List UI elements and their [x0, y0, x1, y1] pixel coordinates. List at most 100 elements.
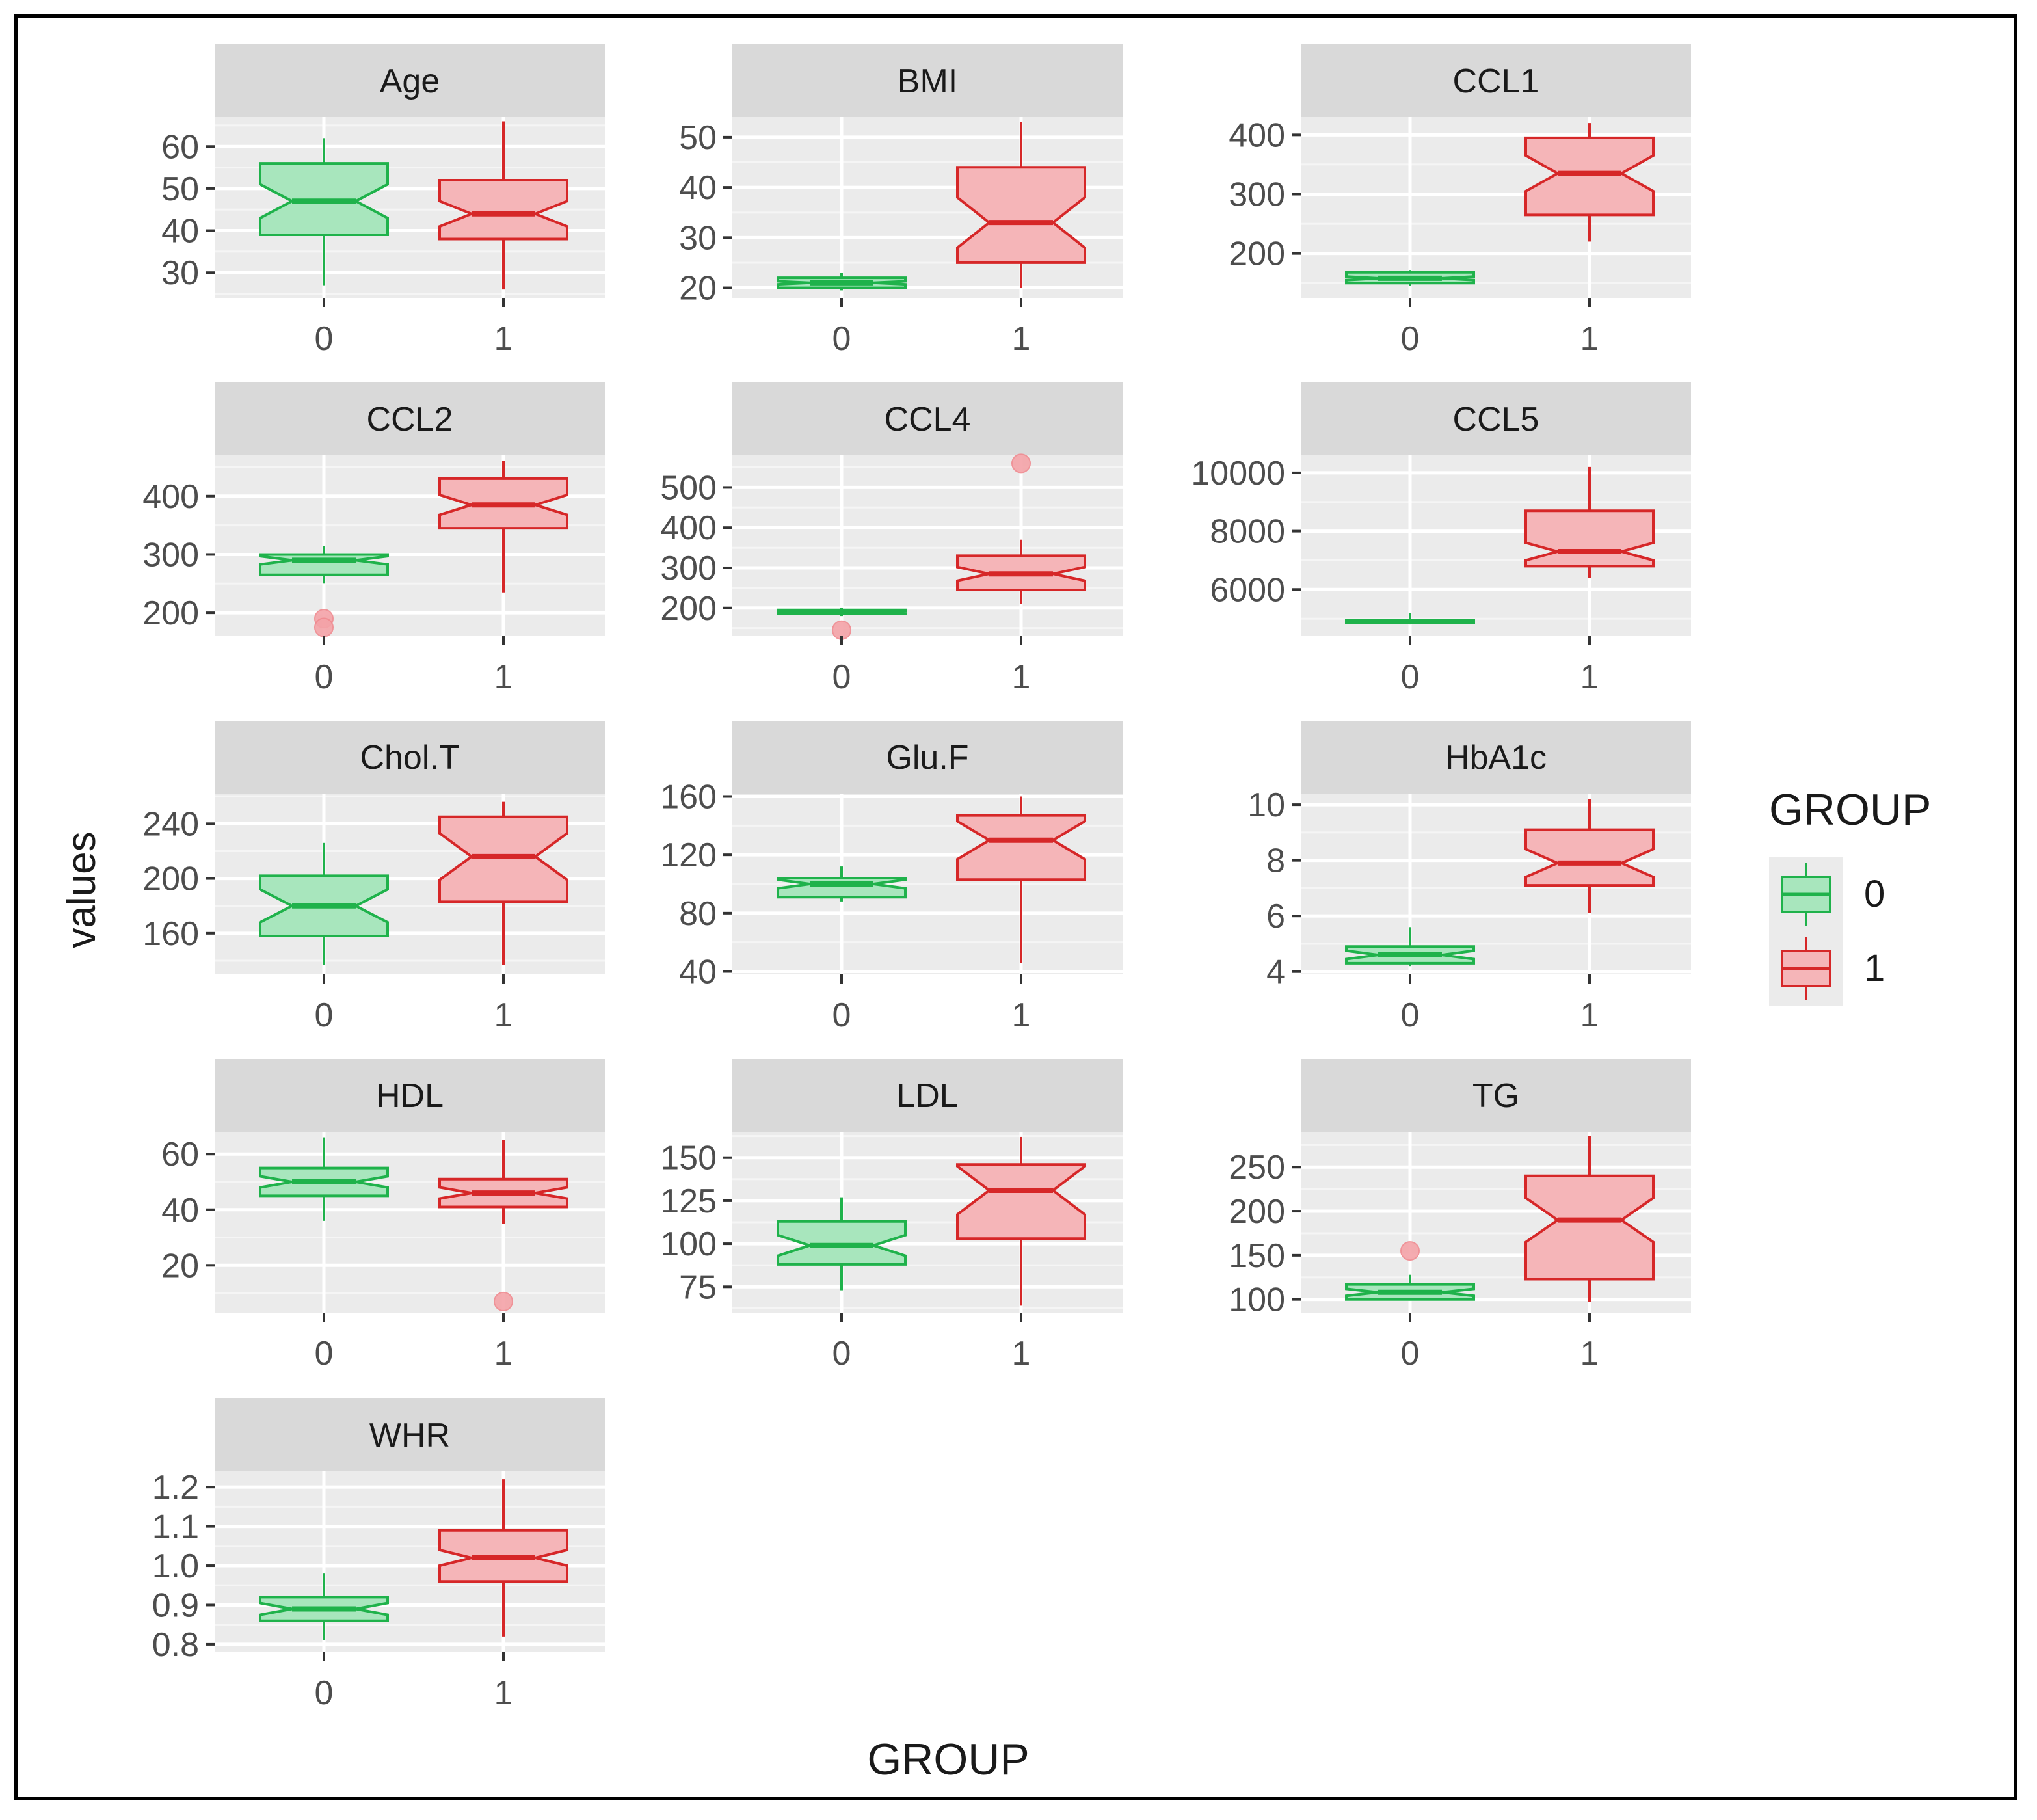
facet-ccl2: CCL2 200 300 400 0 1 [142, 382, 605, 696]
legend-title: GROUP [1769, 785, 1931, 835]
y-tick-label: 4 [1266, 954, 1285, 991]
box-group-1 [438, 801, 568, 965]
x-tick-label: 1 [1580, 1335, 1599, 1372]
facet-title: Chol.T [360, 739, 459, 777]
legend-key-1 [1769, 931, 1843, 1006]
box-group-0 [777, 866, 907, 902]
facet-strip [732, 382, 1123, 455]
notched-box [956, 166, 1086, 264]
y-tick-label: 200 [142, 861, 199, 898]
y-tick-label: 300 [142, 536, 199, 574]
legend-key-0 [1769, 857, 1843, 931]
y-axis-title: values [59, 831, 104, 948]
y-tick-label: 40 [679, 954, 717, 991]
box-group-0 [1345, 927, 1475, 967]
box-group-1 [956, 796, 1086, 963]
y-tick-label: 40 [679, 169, 717, 207]
x-tick-label: 0 [832, 320, 851, 358]
x-tick-label: 1 [494, 1335, 513, 1372]
y-tick-label: 200 [1229, 235, 1285, 273]
facet-title: BMI [898, 62, 957, 100]
y-tick-label: 400 [142, 478, 199, 516]
y-tick-label: 250 [1229, 1149, 1285, 1186]
y-tick-label: 120 [660, 836, 717, 874]
y-tick-label: 40 [161, 1192, 199, 1229]
notched-box [956, 1163, 1086, 1240]
y-tick-label: 0.9 [152, 1586, 199, 1624]
box-group-0 [1345, 270, 1475, 286]
facet-title: TG [1472, 1077, 1519, 1115]
y-tick-label: 400 [1229, 116, 1285, 154]
y-tick-label: 20 [161, 1247, 199, 1285]
x-tick-label: 0 [832, 1335, 851, 1372]
facet-strip [215, 721, 605, 794]
x-tick-label: 1 [494, 1674, 513, 1712]
x-tick-label: 1 [1012, 997, 1031, 1034]
box-group-1 [1524, 1136, 1655, 1302]
y-tick-label: 75 [679, 1268, 717, 1306]
y-tick-label: 200 [142, 595, 199, 632]
y-tick-label: 125 [660, 1183, 717, 1220]
y-tick-label: 100 [1229, 1281, 1285, 1319]
x-tick-label: 0 [832, 997, 851, 1034]
facet-title: CCL4 [885, 401, 971, 438]
facet-title: CCL2 [367, 401, 453, 438]
y-tick-label: 80 [679, 895, 717, 933]
x-tick-label: 1 [1012, 320, 1031, 358]
y-tick-label: 300 [660, 550, 717, 587]
box-group-1 [438, 121, 568, 290]
x-tick-label: 1 [494, 997, 513, 1034]
y-tick-label: 30 [161, 254, 199, 292]
facet-strip [215, 44, 605, 117]
y-tick-label: 6000 [1210, 571, 1285, 609]
panel-background [732, 455, 1123, 636]
facet-title: CCL1 [1453, 62, 1539, 100]
y-tick-label: 8 [1266, 842, 1285, 880]
facet-title: Glu.F [886, 739, 968, 777]
y-tick-label: 150 [660, 1140, 717, 1177]
box-group-1 [438, 1140, 568, 1311]
notched-box [777, 877, 907, 899]
y-tick-label: 50 [679, 119, 717, 157]
notched-box [438, 815, 568, 903]
box-group-0 [259, 546, 389, 637]
notched-box [259, 553, 389, 576]
x-tick-label: 0 [315, 658, 334, 696]
box-group-1 [1524, 123, 1655, 242]
outlier-point [494, 1291, 513, 1311]
facet-title: WHR [369, 1417, 450, 1454]
y-tick-label: 50 [161, 170, 199, 208]
box-group-0 [259, 138, 389, 286]
box-group-1 [438, 461, 568, 593]
x-tick-label: 0 [315, 1335, 334, 1372]
facet-strip [215, 1398, 605, 1471]
x-tick-label: 0 [1401, 1335, 1420, 1372]
facet-strip [732, 44, 1123, 117]
y-tick-label: 200 [1229, 1193, 1285, 1231]
legend-label: 1 [1864, 947, 1885, 989]
facet-strip [732, 1059, 1123, 1132]
y-tick-label: 1.2 [152, 1469, 199, 1506]
facet-strip [1301, 44, 1691, 117]
x-tick-label: 1 [494, 658, 513, 696]
legend-label: 0 [1864, 873, 1885, 915]
y-tick-label: 60 [161, 1136, 199, 1173]
notched-box [1524, 509, 1655, 568]
y-tick-label: 1.1 [152, 1508, 199, 1546]
x-axis-title: GROUP [867, 1735, 1029, 1784]
y-tick-label: 200 [660, 590, 717, 628]
x-tick-label: 1 [1580, 320, 1599, 358]
y-tick-label: 500 [660, 469, 717, 507]
box-group-0 [259, 842, 389, 965]
